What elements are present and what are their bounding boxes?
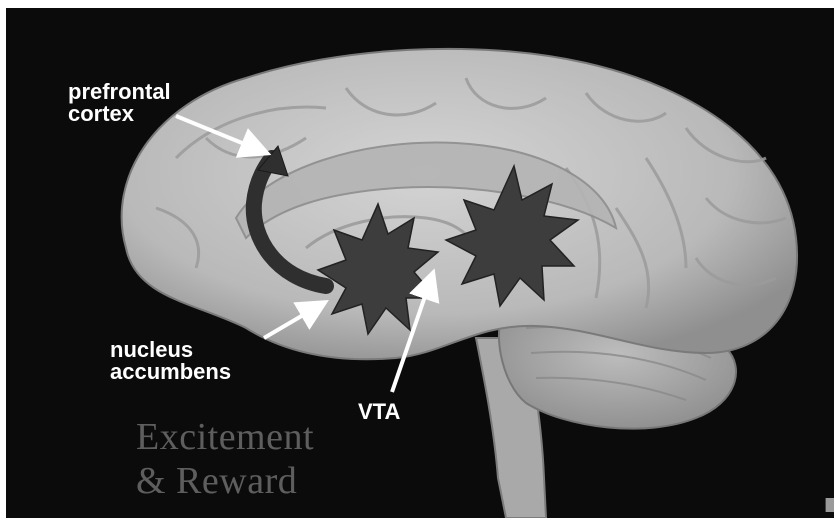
frame-top-border	[0, 0, 836, 8]
caption-line1: Excitement	[136, 416, 314, 458]
caption-line2: & Reward	[136, 460, 297, 502]
diagram-slide: prefrontal cortex nucleus accumbens VTA …	[6, 8, 834, 518]
cerebrum	[122, 49, 797, 359]
label-vta: VTA	[358, 400, 400, 424]
frame-bottom-border	[0, 518, 836, 522]
label-nucleus-line2: accumbens	[110, 360, 231, 384]
label-prefrontal-line2: cortex	[68, 102, 134, 126]
